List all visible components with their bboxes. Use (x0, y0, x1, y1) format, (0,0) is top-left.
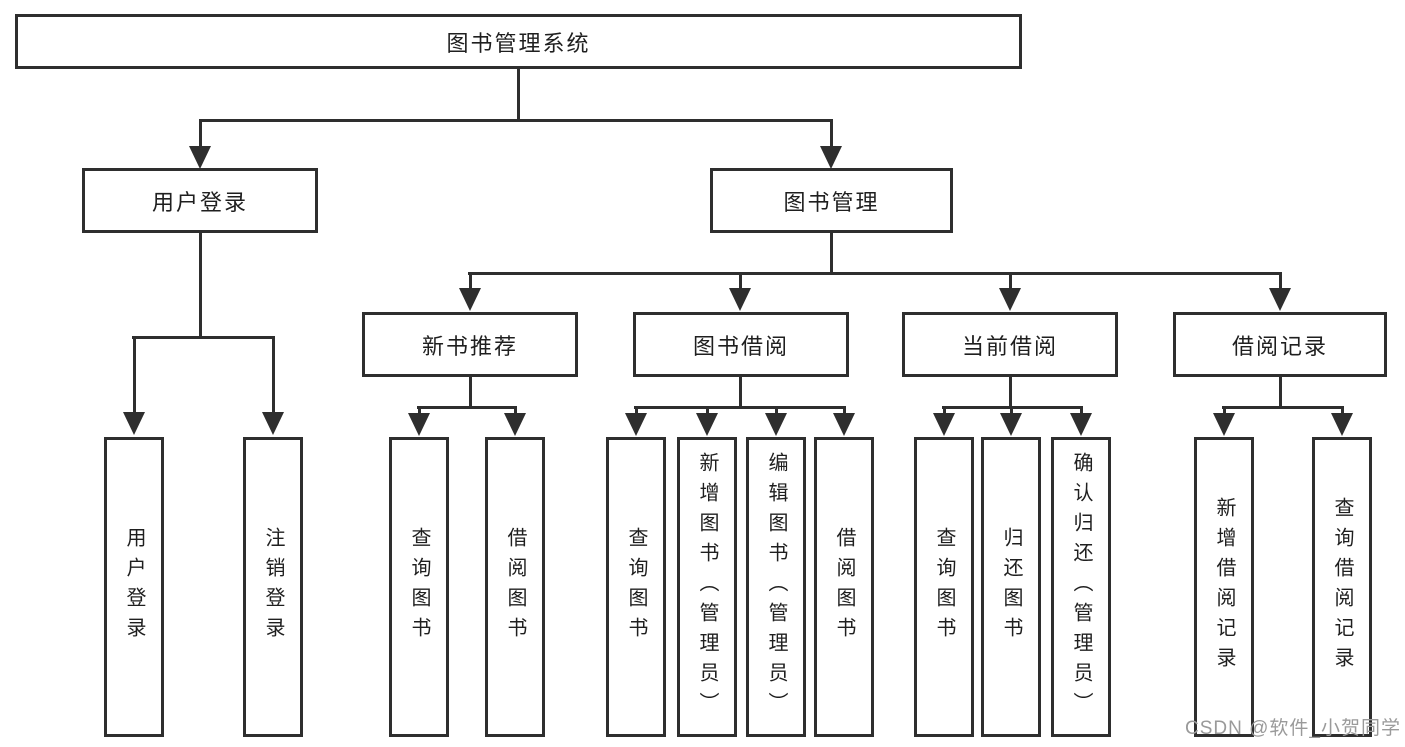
node-label: 当前借阅 (961, 333, 1058, 359)
arrowhead (189, 146, 211, 169)
node-current-borrow: 当前借阅 (902, 312, 1118, 377)
node-label: 注销登录 (262, 527, 284, 647)
arrowhead (1269, 288, 1291, 311)
connector-line (1009, 272, 1012, 290)
connector-line (1080, 406, 1083, 415)
node-label: 编辑图书（管理员） (765, 452, 787, 722)
connector-user-login-stem (199, 233, 202, 337)
connector-book-mgmt-stem (830, 233, 833, 274)
node-label: 查询图书 (933, 527, 955, 647)
node-leaf-borrow-books: 借阅图书 (814, 437, 874, 737)
connector-line (1341, 406, 1344, 415)
node-borrow-records: 借阅记录 (1173, 312, 1387, 377)
node-leaf-return-books: 归还图书 (981, 437, 1041, 737)
csdn-watermark: CSDN @软件_小贺同学 (1185, 718, 1401, 739)
connector-line (635, 406, 638, 415)
node-label: 归还图书 (1000, 527, 1022, 647)
connector-line (469, 272, 472, 290)
node-label: 确认归还（管理员） (1070, 452, 1092, 722)
node-label: 新增图书（管理员） (696, 452, 718, 722)
connector-line (133, 336, 136, 414)
arrowhead (820, 146, 842, 169)
connector-recommend-bus (417, 406, 517, 409)
node-label: 借阅图书 (833, 527, 855, 647)
arrowhead (729, 288, 751, 311)
arrowhead (999, 288, 1021, 311)
arrowhead (1070, 413, 1092, 436)
connector-line (775, 406, 778, 415)
node-label: 图书管理系统 (446, 30, 591, 56)
connector-root-stem (517, 69, 520, 120)
arrowhead (833, 413, 855, 436)
node-new-book-recommend: 新书推荐 (362, 312, 578, 377)
arrowhead (459, 288, 481, 311)
connector-borrow-stem (739, 377, 742, 408)
node-leaf-borrow-books-recommend: 借阅图书 (485, 437, 545, 737)
node-label: 新增借阅记录 (1213, 497, 1235, 677)
connector-current-stem (1009, 377, 1012, 408)
connector-line (418, 406, 421, 415)
arrowhead (1000, 413, 1022, 436)
connector-level3-bus (468, 272, 1282, 275)
node-label: 借阅记录 (1231, 333, 1328, 359)
arrowhead (1213, 413, 1235, 436)
connector-records-stem (1279, 377, 1282, 408)
node-leaf-add-borrow-record: 新增借阅记录 (1194, 437, 1254, 737)
node-leaf-user-login: 用户登录 (104, 437, 164, 737)
node-leaf-logout: 注销登录 (243, 437, 303, 737)
node-label: 查询图书 (625, 527, 647, 647)
node-label: 图书借阅 (692, 333, 789, 359)
arrowhead (933, 413, 955, 436)
node-leaf-query-books-current: 查询图书 (914, 437, 974, 737)
node-leaf-query-books-recommend: 查询图书 (389, 437, 449, 737)
connector-line (706, 406, 709, 415)
node-leaf-add-books-admin: 新增图书（管理员） (677, 437, 737, 737)
node-label: 查询图书 (408, 527, 430, 647)
arrowhead (1331, 413, 1353, 436)
connector-line (1010, 406, 1013, 415)
connector-recommend-stem (469, 377, 472, 408)
arrowhead (262, 412, 284, 435)
connector-line (514, 406, 517, 415)
connector-line (739, 272, 742, 290)
connector-borrow-bus (634, 406, 846, 409)
node-label: 借阅图书 (504, 527, 526, 647)
connector-records-bus (1222, 406, 1344, 409)
connector-line (1279, 272, 1282, 290)
node-book-management: 图书管理 (710, 168, 953, 233)
node-label: 新书推荐 (421, 333, 518, 359)
arrowhead (696, 413, 718, 436)
connector-line (199, 119, 202, 149)
arrowhead (408, 413, 430, 436)
connector-line (272, 336, 275, 414)
connector-line (1223, 406, 1226, 415)
node-label: 查询借阅记录 (1331, 497, 1353, 677)
connector-line (830, 119, 833, 149)
node-root-library-system: 图书管理系统 (15, 14, 1022, 69)
arrowhead (123, 412, 145, 435)
node-leaf-confirm-return-admin: 确认归还（管理员） (1051, 437, 1111, 737)
node-label: 用户登录 (151, 189, 248, 215)
node-leaf-query-borrow-record: 查询借阅记录 (1312, 437, 1372, 737)
node-leaf-edit-books-admin: 编辑图书（管理员） (746, 437, 806, 737)
connector-line (943, 406, 946, 415)
node-label: 图书管理 (783, 189, 880, 215)
arrowhead (504, 413, 526, 436)
connector-level2-bus (199, 119, 832, 122)
node-label: 用户登录 (123, 527, 145, 647)
node-leaf-query-books-borrow: 查询图书 (606, 437, 666, 737)
node-book-borrow: 图书借阅 (633, 312, 849, 377)
connector-user-login-bus (132, 336, 275, 339)
arrowhead (625, 413, 647, 436)
connector-line (843, 406, 846, 415)
node-user-login: 用户登录 (82, 168, 318, 233)
arrowhead (765, 413, 787, 436)
